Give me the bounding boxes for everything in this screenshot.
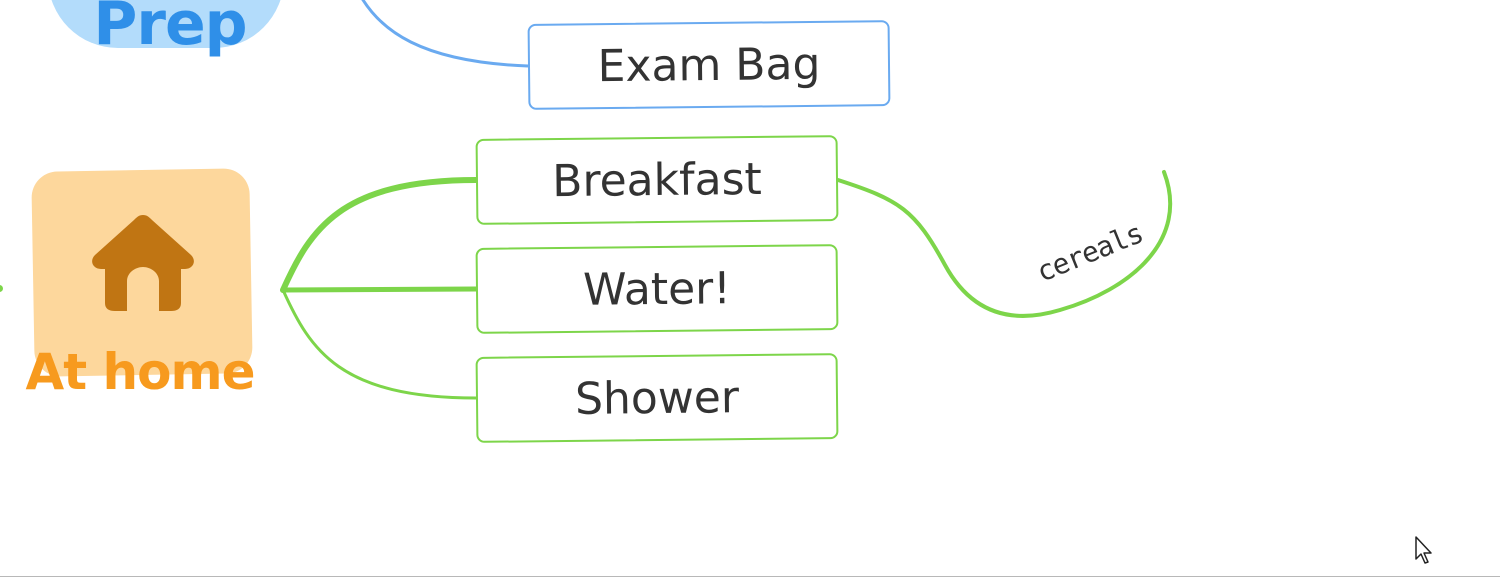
shower-label: Shower — [574, 371, 740, 425]
prep-branch-line — [361, 0, 529, 68]
home-to-breakfast-line — [280, 177, 479, 293]
shower-node[interactable]: Shower — [475, 353, 839, 443]
exam-bag-node[interactable]: Exam Bag — [527, 20, 891, 110]
prep-topic-label[interactable]: Prep — [93, 0, 247, 59]
breakfast-label: Breakfast — [552, 153, 762, 207]
water-label: Water! — [582, 262, 732, 316]
home-to-shower-line — [281, 288, 478, 400]
exam-bag-label: Exam Bag — [597, 38, 821, 92]
at-home-topic-label[interactable]: At home — [25, 343, 256, 401]
bottom-divider — [0, 576, 1500, 577]
mouse-pointer-icon — [1415, 536, 1432, 564]
home-to-water-line — [280, 286, 479, 293]
prep-topic-shape[interactable] — [48, 0, 284, 48]
breakfast-node[interactable]: Breakfast — [475, 135, 839, 225]
water-node[interactable]: Water! — [475, 244, 839, 334]
house-icon — [92, 215, 194, 311]
offscreen-branch-dot — [0, 285, 3, 292]
breakfast-to-cereals-line — [836, 170, 1172, 318]
